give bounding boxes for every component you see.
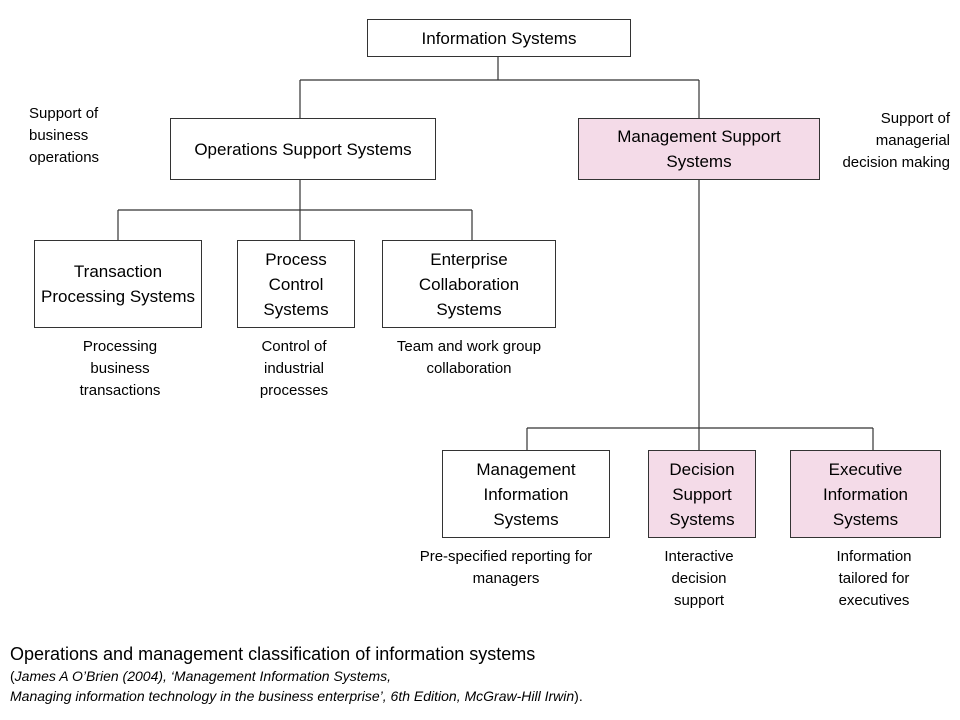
note-enterprise-collaboration: Team and work group collaboration: [396, 338, 542, 377]
note-transaction-processing: Processing business transactions: [79, 338, 161, 399]
node-label: Transaction Processing Systems: [41, 262, 195, 306]
operations-side-note: Support of business operations: [29, 105, 100, 166]
note-management-information: Pre-specified reporting for managers: [419, 548, 593, 587]
node-label: Management Support Systems: [617, 127, 781, 171]
figure-caption: Operations and management classification…: [10, 642, 950, 706]
node-label: Executive Information Systems: [822, 459, 909, 529]
node-process-control-systems: Process Control Systems: [237, 240, 355, 328]
node-label: Information Systems: [421, 28, 577, 48]
note-executive-information: Information tailored for executives: [836, 548, 912, 609]
node-executive-information-systems: Executive Information Systems: [790, 450, 941, 538]
note-decision-support: Interactive decision support: [664, 548, 734, 609]
node-operations-support-systems: Operations Support Systems: [170, 118, 436, 180]
node-information-systems: Information Systems: [367, 19, 631, 57]
node-label: Enterprise Collaboration Systems: [418, 249, 520, 319]
node-label: Process Control Systems: [263, 249, 329, 319]
node-transaction-processing-systems: Transaction Processing Systems: [34, 240, 202, 328]
caption-reference: (James A O’Brien (2004), ‘Management Inf…: [10, 668, 583, 704]
node-decision-support-systems: Decision Support Systems: [648, 450, 756, 538]
note-process-control: Control of industrial processes: [259, 338, 329, 399]
node-label: Operations Support Systems: [194, 139, 412, 159]
caption-ref-line2: Managing information technology in the b…: [10, 688, 575, 704]
caption-title: Operations and management classification…: [10, 644, 536, 664]
node-management-information-systems: Management Information Systems: [442, 450, 610, 538]
node-management-support-systems: Management Support Systems: [578, 118, 820, 180]
node-enterprise-collaboration-systems: Enterprise Collaboration Systems: [382, 240, 556, 328]
caption-ref-line1: James A O’Brien (2004), ‘Management Info…: [14, 668, 392, 684]
management-side-note: Support of managerial decision making: [842, 110, 950, 171]
node-label: Decision Support Systems: [669, 459, 735, 529]
node-label: Management Information Systems: [476, 459, 576, 529]
